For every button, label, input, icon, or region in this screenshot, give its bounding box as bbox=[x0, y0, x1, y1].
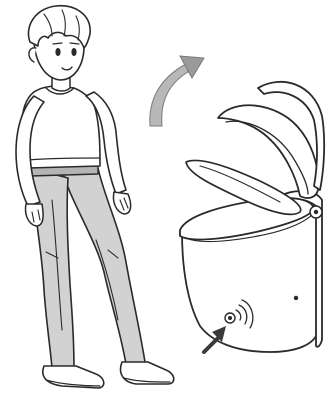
person-right-hand bbox=[113, 192, 130, 214]
toilet-hinge-center bbox=[314, 210, 318, 214]
person-ear bbox=[29, 48, 36, 62]
toilet-side-dot bbox=[294, 296, 298, 300]
curved-arrow-icon bbox=[150, 56, 204, 126]
person-right-shoe bbox=[121, 362, 174, 384]
curved-arrow-body bbox=[150, 64, 188, 126]
person-eye-right bbox=[71, 48, 76, 56]
person-left-hand bbox=[25, 204, 43, 226]
person-right-leg bbox=[62, 168, 146, 368]
person-icon bbox=[16, 6, 174, 388]
proximity-sensor-core bbox=[228, 316, 232, 320]
smart-toilet-icon bbox=[180, 82, 324, 352]
pointer-arrow-shaft bbox=[204, 338, 218, 352]
person-eye-left bbox=[55, 48, 60, 56]
